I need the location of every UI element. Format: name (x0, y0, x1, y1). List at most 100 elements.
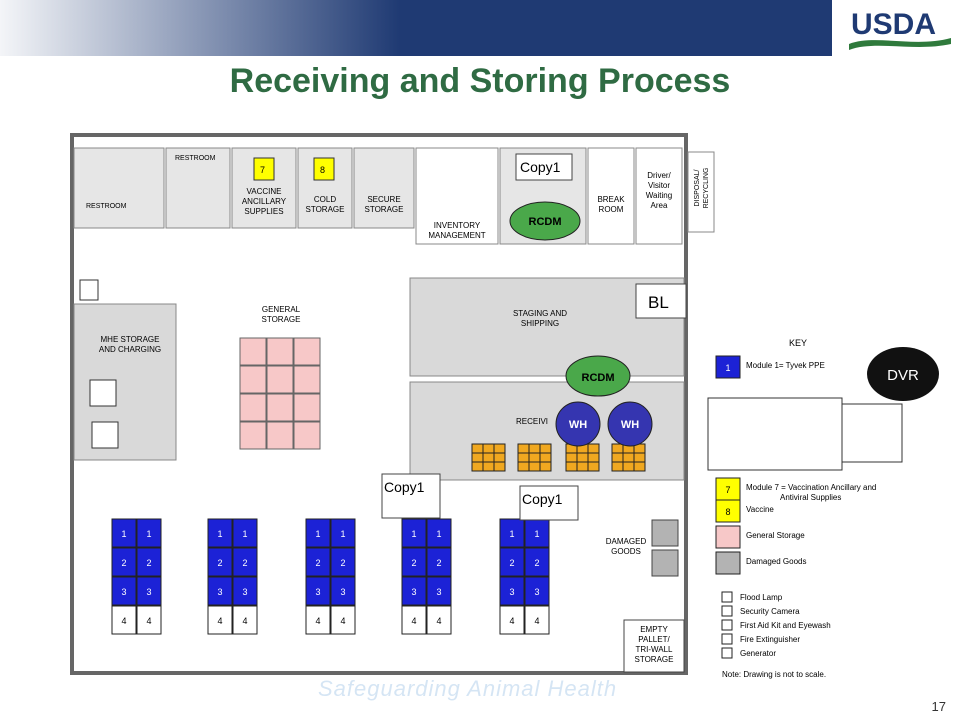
damaged-box-1 (651, 519, 679, 547)
rack-cell (330, 605, 356, 635)
key-symbol: Generator (721, 647, 776, 659)
rack-cell (330, 518, 356, 548)
rack-cell (207, 576, 233, 606)
wh-text-1: WH (569, 419, 587, 431)
mhe-storage-zone (73, 303, 177, 461)
header-bar (0, 0, 832, 56)
rack-cell-label: 1 (146, 529, 151, 539)
key-swatch-label: 7 (725, 485, 730, 495)
rack-cell-label: 1 (436, 529, 441, 539)
truck-trailer (707, 397, 843, 471)
logo-text: USDA (851, 8, 936, 41)
restroom-left-label: RESTROOM (86, 203, 127, 210)
key-swatch (715, 499, 741, 523)
rack-cell (232, 605, 258, 635)
rack-cell-label: 2 (340, 558, 345, 568)
disposal-label: DISPOSAL/RECYCLING (694, 168, 710, 209)
key-symbol: First Aid Kit and Eyewash (721, 619, 831, 631)
key-symbol: Flood Lamp (721, 591, 783, 603)
pallet (565, 443, 600, 472)
rack-cell-label: 4 (534, 616, 539, 626)
rack-cell (426, 547, 452, 577)
key-symbol: Fire Extinguisher (721, 633, 800, 645)
copy1-top-text: Copy1 (520, 159, 561, 175)
rack-cell-label: 2 (509, 558, 514, 568)
key-item: General Storage (715, 525, 805, 549)
rack-cell (232, 518, 258, 548)
pallet (471, 443, 506, 472)
rack-cell-label: 4 (509, 616, 514, 626)
pallet-group (471, 443, 646, 472)
rack-cell-label: 4 (340, 616, 345, 626)
rack-cell (426, 576, 452, 606)
rack-cell (524, 576, 550, 606)
key-label: Damaged Goods (746, 557, 806, 566)
rack-cell-label: 1 (340, 529, 345, 539)
rack-cell (426, 518, 452, 548)
cold-storage-marker (313, 157, 335, 181)
general-storage-grid (239, 337, 321, 450)
rack-cell (207, 518, 233, 548)
rack-cell (401, 518, 427, 548)
pallet (611, 443, 646, 472)
bl-box (635, 283, 687, 319)
general-storage-cell (239, 393, 267, 422)
rack-cell (111, 547, 137, 577)
generator-symbol (79, 279, 99, 301)
copy1-mid-box (381, 473, 441, 519)
rack-cell (305, 605, 331, 635)
empty-pallet-room (623, 619, 685, 673)
rack-cell-label: 3 (436, 587, 441, 597)
disposal-room (687, 151, 715, 233)
rack-cell-label: 2 (436, 558, 441, 568)
key-symbol-label: Generator (740, 649, 776, 658)
rack-cell-label: 3 (534, 587, 539, 597)
rack-cell (207, 547, 233, 577)
rack-cell-label: 3 (411, 587, 416, 597)
rack-cell-label: 2 (411, 558, 416, 568)
rack-cell-label: 3 (217, 587, 222, 597)
rack-cell-label: 4 (146, 616, 151, 626)
rack-cell-label: 2 (242, 558, 247, 568)
general-storage-cell (293, 365, 321, 394)
break-room (587, 147, 635, 245)
key-symbol-label: First Aid Kit and Eyewash (740, 621, 831, 630)
general-storage-cell (266, 337, 294, 366)
key-note: Note: Drawing is not to scale. (722, 670, 826, 679)
rack-cell-label: 1 (242, 529, 247, 539)
restroom-top-label: RESTROOM (175, 155, 216, 162)
rcdm-top (509, 201, 581, 241)
truck-cab (841, 403, 903, 463)
rack-cell (305, 518, 331, 548)
rack-cell (401, 605, 427, 635)
wh-circle-1 (555, 401, 601, 447)
restroom-left-room (73, 147, 165, 229)
rack-cell-label: 3 (146, 587, 151, 597)
general-storage-cell (293, 337, 321, 366)
vaccine-ancillary-marker (253, 157, 275, 181)
copy1-mid-text: Copy1 (384, 479, 425, 495)
key-item: Damaged Goods (715, 551, 806, 575)
rack-cell (136, 518, 162, 548)
rack-cell-label: 1 (411, 529, 416, 539)
rack-cell (136, 547, 162, 577)
rack-cell-label: 4 (411, 616, 416, 626)
rack-cell (499, 576, 525, 606)
general-storage-cell (266, 421, 294, 450)
rack-cell (330, 547, 356, 577)
rack-cell (524, 605, 550, 635)
rack-cell-label: 2 (217, 558, 222, 568)
copy1-right-box (519, 485, 579, 521)
key-symbol-label: Flood Lamp (740, 593, 783, 602)
